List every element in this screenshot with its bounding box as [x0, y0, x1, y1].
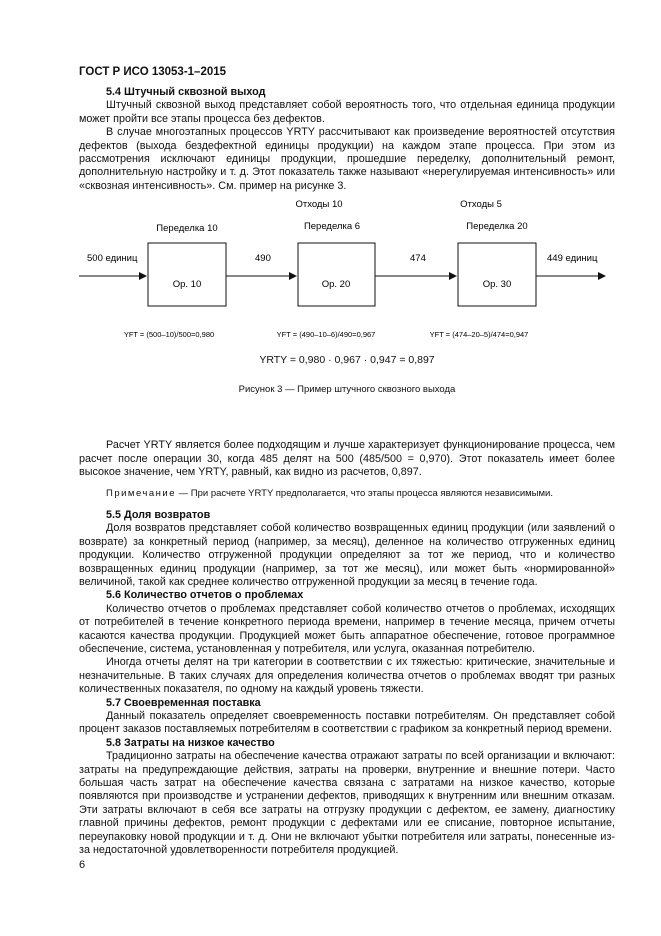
- section-5-7-para-1: Данный показатель определяет своевременн…: [79, 709, 615, 736]
- section-5-8-para-1: Традиционно затраты на обеспечение качес…: [79, 750, 615, 857]
- after-figure-para: Расчет YRTY является более подходящим и …: [79, 439, 615, 479]
- op-20-label: Ор. 20: [322, 279, 351, 290]
- section-5-5-title: 5.5 Доля возвратов: [106, 508, 211, 521]
- op-10-label: Ор. 10: [173, 279, 202, 290]
- section-5-4-title: 5.4 Штучный сквозной выход: [106, 86, 266, 98]
- rework-6-label: Переделка 6: [304, 221, 360, 232]
- section-5-6-title: 5.6 Количество отчетов о проблемах: [106, 589, 304, 602]
- section-5-8-title: 5.8 Затраты на низкое качество: [106, 736, 275, 749]
- section-5-5-para-1: Доля возвратов представляет собой количе…: [79, 522, 615, 588]
- figure-3: 500 единиц 449 единиц 490 474 Ор. 10 Ор.…: [79, 197, 615, 437]
- note-text: — При расчете YRTY предполагается, что э…: [176, 488, 553, 500]
- rework-10-label: Переделка 10: [156, 223, 217, 234]
- section-5-6-para-1: Количество отчетов о проблемах представл…: [79, 602, 615, 655]
- process-flow-diagram: 500 единиц 449 единиц 490 474 Ор. 10 Ор.…: [79, 199, 606, 339]
- op-20-box: [297, 242, 376, 307]
- figure-caption: Рисунок 3 — Пример штучного сквозного вы…: [238, 384, 456, 396]
- section-5-4-para-1: Штучный сквозной выход представляет собо…: [79, 99, 615, 125]
- section-5-4-para-2: В случае многоэтапных процессов YRTY рас…: [79, 126, 615, 192]
- note: Примечание — При расчете YRTY предполага…: [79, 487, 615, 500]
- note-label: Примечание: [106, 488, 176, 500]
- rework-20-label: Переделка 20: [466, 221, 527, 232]
- op-30-box: [457, 242, 537, 307]
- output-label: 449 единиц: [547, 253, 598, 264]
- yield-op-20: YFT = (490–10–6)/490=0,967: [277, 330, 376, 339]
- page-number: 6: [79, 859, 86, 871]
- flow-label-1: 490: [255, 253, 271, 264]
- flow-label-2: 474: [410, 253, 426, 264]
- scrap-5-label: Отходы 5: [460, 199, 502, 210]
- yield-op-30: YFT = (474–20–5)/474=0,947: [430, 330, 529, 339]
- section-5-7-title: 5.7 Своевременная поставка: [106, 696, 261, 709]
- input-label: 500 единиц: [87, 253, 138, 264]
- scrap-10-label: Отходы 10: [295, 199, 342, 210]
- section-5-6-para-2: Иногда отчеты делят на три категории в с…: [79, 656, 615, 696]
- yield-op-10: YFT = (500–10)/500=0,980: [124, 330, 214, 339]
- op-10-box: [147, 242, 227, 307]
- page-content: 5.4 Штучный сквозной выход Штучный сквоз…: [79, 86, 615, 857]
- op-30-label: Ор. 30: [483, 279, 512, 290]
- rty-formula: YRTY = 0,980 · 0,967 · 0,947 = 0,897: [259, 354, 435, 367]
- standard-header: ГОСТ Р ИСО 13053-1–2015: [79, 66, 227, 78]
